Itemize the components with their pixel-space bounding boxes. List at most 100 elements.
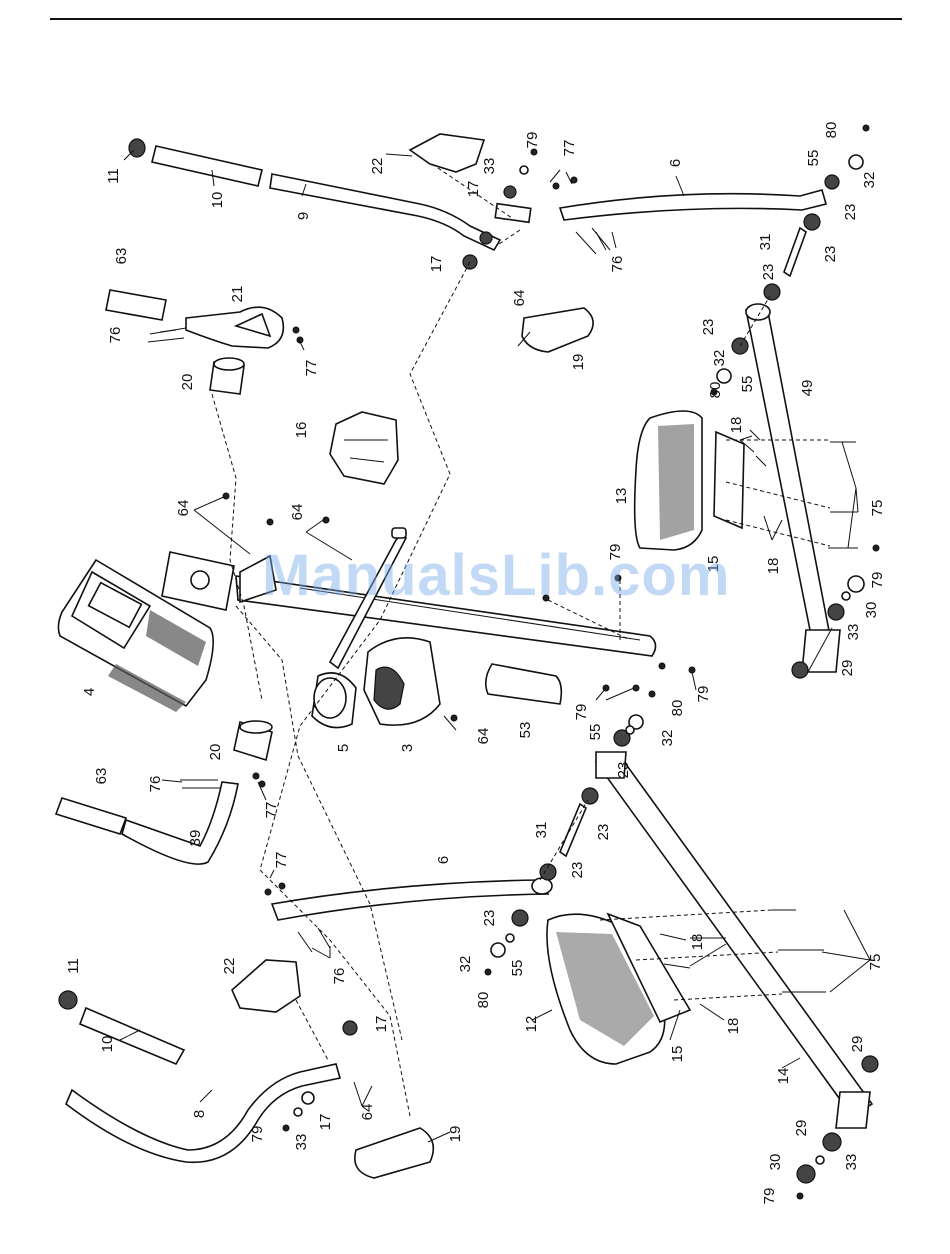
part-19-upper — [522, 308, 593, 352]
part-label-55: 55 — [587, 724, 604, 741]
part-label-20: 20 — [207, 744, 224, 761]
part-label-32: 32 — [457, 956, 474, 973]
tube-10-lower — [80, 1008, 184, 1064]
part-label-6: 6 — [667, 159, 684, 167]
part-label-64: 64 — [289, 504, 306, 521]
part-label-63: 63 — [113, 248, 130, 265]
part-label-79: 79 — [573, 704, 590, 721]
part-label-64: 64 — [475, 728, 492, 745]
pedal-13 — [635, 411, 702, 550]
part-label-77: 77 — [561, 140, 578, 157]
part-label-23: 23 — [595, 824, 612, 841]
part-label-23: 23 — [615, 762, 632, 779]
part-label-17: 17 — [428, 256, 445, 273]
shroud-right — [364, 638, 440, 725]
part-label-29: 29 — [839, 660, 856, 677]
part-label-33: 33 — [843, 1154, 860, 1171]
part-label-77: 77 — [303, 360, 320, 377]
part-label-3: 3 — [399, 744, 416, 752]
part-label-77: 77 — [273, 852, 290, 869]
link-arm-6-lower — [272, 878, 552, 920]
part-label-79: 79 — [695, 686, 712, 703]
part-label-18: 18 — [689, 934, 706, 951]
part-label-21: 21 — [229, 286, 246, 303]
part-label-80: 80 — [707, 382, 724, 399]
part-label-10: 10 — [209, 192, 226, 209]
part-label-79: 79 — [249, 1126, 266, 1143]
part-label-32: 32 — [711, 350, 728, 367]
cap-11-lower — [59, 991, 77, 1009]
console-bracket — [162, 552, 234, 610]
part-label-30: 30 — [767, 1154, 784, 1171]
part-label-33: 33 — [481, 158, 498, 175]
part-label-55: 55 — [509, 960, 526, 977]
part-label-63: 63 — [93, 768, 110, 785]
part-label-79: 79 — [761, 1188, 778, 1205]
part-label-17: 17 — [465, 181, 482, 198]
axle-31-lower — [560, 804, 586, 856]
bracket-15-upper — [714, 432, 744, 528]
pedal-rail-49 — [746, 304, 840, 672]
watermark: ManualsLib.com — [262, 542, 730, 609]
part-19-lower — [355, 1128, 434, 1178]
part-label-9: 9 — [295, 212, 312, 220]
grip-63-lower — [56, 798, 126, 834]
part-label-53: 53 — [517, 722, 534, 739]
part-label-49: 49 — [799, 380, 816, 397]
part-label-11: 11 — [65, 958, 82, 974]
part-label-32: 32 — [659, 730, 676, 747]
part-label-23: 23 — [822, 246, 839, 263]
part-label-4: 4 — [81, 688, 98, 696]
part-label-23: 23 — [760, 264, 777, 281]
part-label-32: 32 — [861, 172, 878, 189]
part-label-76: 76 — [147, 776, 164, 793]
part-label-23: 23 — [569, 862, 586, 879]
sleeve-20-upper — [210, 358, 244, 394]
part-label-33: 33 — [845, 624, 862, 641]
part-label-80: 80 — [669, 700, 686, 717]
part-label-79: 79 — [869, 572, 886, 589]
handle-39 — [122, 782, 238, 864]
grip-63-upper — [106, 290, 166, 320]
part-label-15: 15 — [669, 1046, 686, 1063]
part-label-13: 13 — [613, 488, 630, 505]
part-label-18: 18 — [728, 417, 745, 434]
part-label-76: 76 — [609, 256, 626, 273]
part-22-upper — [410, 134, 484, 172]
part-label-5: 5 — [335, 744, 352, 752]
part-label-14: 14 — [775, 1068, 792, 1085]
part-label-31: 31 — [533, 822, 550, 839]
part-label-22: 22 — [221, 958, 238, 975]
part-label-80: 80 — [823, 122, 840, 139]
part-label-23: 23 — [842, 204, 859, 221]
handle-21 — [186, 307, 283, 348]
part-label-18: 18 — [765, 558, 782, 575]
sleeve-20-lower — [234, 721, 272, 760]
shroud-left — [312, 673, 356, 728]
part-label-18: 18 — [725, 1018, 742, 1035]
tube-10-upper — [152, 146, 262, 186]
part-label-29: 29 — [793, 1120, 810, 1137]
part-label-64: 64 — [175, 500, 192, 517]
part-label-22: 22 — [369, 158, 386, 175]
part-label-23: 23 — [481, 910, 498, 927]
part-label-17: 17 — [317, 1114, 334, 1131]
part-label-31: 31 — [757, 234, 774, 251]
part-label-12: 12 — [523, 1016, 540, 1033]
part-label-23: 23 — [700, 319, 717, 336]
link-arm-6-upper — [560, 190, 826, 220]
part-label-76: 76 — [331, 968, 348, 985]
part-label-39: 39 — [187, 830, 204, 847]
part-label-55: 55 — [805, 150, 822, 167]
part-label-16: 16 — [293, 422, 310, 439]
cover-53 — [486, 664, 562, 704]
part-label-10: 10 — [99, 1036, 116, 1053]
part-label-29: 29 — [849, 1036, 866, 1053]
part-label-33: 33 — [293, 1134, 310, 1151]
part-label-64: 64 — [359, 1104, 376, 1121]
part-label-20: 20 — [179, 374, 196, 391]
part-label-30: 30 — [863, 602, 880, 619]
part-label-76: 76 — [107, 327, 124, 344]
